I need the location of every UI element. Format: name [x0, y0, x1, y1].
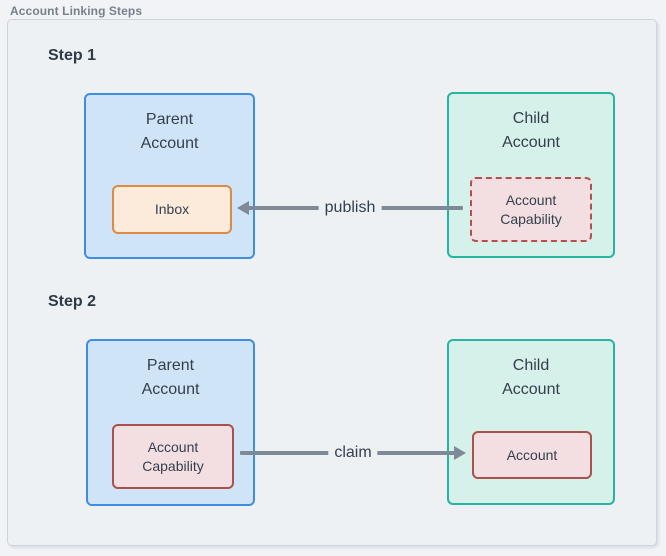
arrowhead-left-icon: [237, 201, 249, 215]
step1-inbox-label: Inbox: [154, 201, 190, 217]
step2-account-label: Account: [506, 446, 558, 463]
step2-child-account-title: Child Account: [502, 357, 560, 398]
step2-account-box: Account: [472, 431, 592, 479]
step-1-heading: Step 1: [48, 47, 97, 64]
step2-parent-account-box: Parent Account Account Capability: [86, 339, 255, 506]
step2-account-capability-box: Account Capability: [112, 424, 234, 489]
step1-parent-account-box: Parent Account Inbox: [84, 93, 255, 259]
step1-parent-account-title: Parent Account: [140, 111, 199, 152]
step1-account-capability-box: Account Capability: [470, 177, 592, 242]
claim-arrow: claim: [240, 441, 466, 465]
publish-arrow-label: publish: [318, 199, 382, 217]
step2-parent-account-title: Parent Account: [141, 357, 200, 398]
step2-account-capability-label: Account Capability: [142, 438, 204, 474]
step1-inbox-box: Inbox: [112, 185, 232, 234]
diagram-title: Account Linking Steps: [10, 4, 143, 18]
step2-child-account-box: Child Account Account: [447, 339, 615, 505]
publish-arrow: publish: [237, 196, 463, 220]
step1-account-capability-label: Account Capability: [500, 191, 562, 227]
arrowhead-right-icon: [454, 446, 466, 460]
step-2-heading: Step 2: [48, 293, 97, 310]
step1-child-account-box: Child Account Account Capability: [447, 92, 615, 258]
claim-arrow-label: claim: [328, 444, 378, 462]
step1-child-account-title: Child Account: [502, 110, 560, 151]
